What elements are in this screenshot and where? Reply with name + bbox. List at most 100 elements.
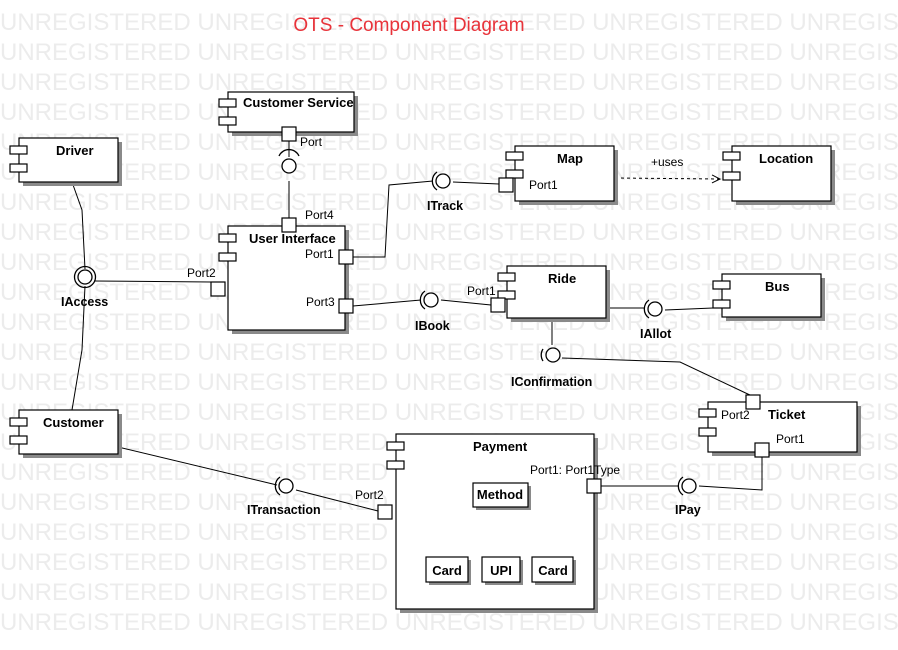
port[interactable] bbox=[498, 177, 514, 193]
connector bbox=[452, 181, 500, 185]
interface-symbol bbox=[278, 148, 300, 174]
iaccess-symbol bbox=[73, 265, 97, 289]
component-user-interface[interactable]: User Interface bbox=[218, 225, 349, 334]
ibook-symbol bbox=[419, 290, 439, 310]
port[interactable] bbox=[745, 394, 761, 410]
component-bus[interactable]: Bus bbox=[712, 273, 825, 321]
component-name: Customer Service bbox=[243, 95, 354, 110]
component-icon bbox=[218, 252, 237, 262]
component-ride[interactable]: Ride bbox=[497, 265, 610, 322]
component-icon bbox=[698, 408, 717, 418]
component-payment[interactable]: Payment bbox=[386, 433, 598, 613]
interface-label: IConfirmation bbox=[511, 375, 592, 389]
port-label: Port3 bbox=[306, 295, 335, 309]
component-icon bbox=[722, 171, 741, 181]
component-icon bbox=[505, 169, 524, 179]
component-icon bbox=[712, 299, 731, 309]
component-icon bbox=[9, 417, 28, 427]
connector bbox=[352, 299, 422, 307]
component-name: Customer bbox=[43, 415, 104, 430]
connector bbox=[93, 280, 212, 283]
component-icon bbox=[497, 272, 516, 282]
component-icon bbox=[218, 98, 237, 108]
component-icon bbox=[698, 427, 717, 437]
interface-label: IPay bbox=[675, 503, 701, 517]
port-label: Port4 bbox=[305, 208, 334, 222]
port[interactable] bbox=[586, 478, 602, 494]
connector bbox=[698, 457, 763, 491]
port-label: Port1 bbox=[529, 178, 558, 192]
component-location[interactable]: Location bbox=[722, 145, 835, 205]
port[interactable] bbox=[281, 217, 297, 233]
method-box[interactable]: Method bbox=[472, 482, 531, 510]
interfaces bbox=[73, 148, 697, 496]
itrack-symbol bbox=[431, 171, 451, 191]
connector bbox=[117, 446, 278, 486]
upi-box[interactable]: UPI bbox=[481, 556, 523, 585]
component-icon bbox=[9, 163, 28, 173]
connector bbox=[561, 357, 753, 397]
port-label: Port2 bbox=[355, 488, 384, 502]
port-label: Port1 bbox=[467, 284, 496, 298]
method-label: Method bbox=[477, 487, 523, 502]
component-name: Driver bbox=[56, 143, 94, 158]
component-name: Ride bbox=[548, 271, 576, 286]
interface-label: ITransaction bbox=[247, 503, 321, 517]
component-ticket[interactable]: Ticket bbox=[698, 401, 861, 456]
port[interactable] bbox=[338, 249, 354, 265]
component-icon bbox=[386, 441, 405, 451]
watermark-row: UNREGISTERED UNREGISTERED UNREGISTERED U… bbox=[0, 219, 898, 246]
component-name: Map bbox=[557, 151, 583, 166]
connector bbox=[71, 181, 86, 270]
upi-label: UPI bbox=[490, 563, 512, 578]
port[interactable] bbox=[338, 298, 354, 314]
card-label: Card bbox=[432, 563, 462, 578]
interface-label: IAccess bbox=[61, 295, 108, 309]
port-label: Port2 bbox=[187, 266, 216, 280]
connector bbox=[295, 489, 379, 512]
component-driver[interactable]: Driver bbox=[9, 137, 122, 186]
component-icon bbox=[497, 290, 516, 300]
component-customer[interactable]: Customer bbox=[9, 409, 122, 458]
watermark-row: UNREGISTERED UNREGISTERED UNREGISTERED U… bbox=[0, 99, 898, 126]
ipay-symbol bbox=[677, 476, 697, 496]
port[interactable] bbox=[210, 281, 226, 297]
itransaction-symbol bbox=[274, 476, 294, 496]
port-label: Port1 bbox=[305, 247, 334, 261]
watermark-row: UNREGISTERED UNREGISTERED UNREGISTERED U… bbox=[0, 249, 898, 276]
port[interactable] bbox=[377, 504, 393, 520]
connector bbox=[440, 299, 492, 306]
component-name: Ticket bbox=[768, 407, 806, 422]
component-name: Bus bbox=[765, 279, 790, 294]
component-name: Payment bbox=[473, 439, 528, 454]
interface-label: ITrack bbox=[427, 199, 463, 213]
component-icon bbox=[218, 116, 237, 126]
iconfirmation-symbol bbox=[540, 347, 561, 363]
component-map[interactable]: Map bbox=[505, 145, 618, 205]
component-icon bbox=[505, 151, 524, 161]
component-icon bbox=[386, 460, 405, 470]
connector bbox=[71, 285, 86, 411]
component-icon bbox=[712, 280, 731, 290]
component-name: Location bbox=[759, 151, 813, 166]
port[interactable] bbox=[281, 126, 297, 142]
component-icon bbox=[9, 435, 28, 445]
port-label: Port1: Port1Type bbox=[530, 463, 620, 477]
port[interactable] bbox=[754, 442, 770, 458]
uses-label: +uses bbox=[651, 155, 683, 169]
component-icon bbox=[9, 145, 28, 155]
watermark-row: UNREGISTERED UNREGISTERED UNREGISTERED U… bbox=[0, 369, 898, 396]
component-icon bbox=[722, 151, 741, 161]
port[interactable] bbox=[490, 297, 506, 313]
component-icon bbox=[218, 233, 237, 243]
connector bbox=[353, 180, 434, 258]
watermark-row: UNREGISTERED UNREGISTERED UNREGISTERED U… bbox=[0, 609, 898, 636]
card-box[interactable]: Card bbox=[425, 556, 471, 585]
card-box[interactable]: Card bbox=[531, 556, 576, 585]
watermark-row: UNREGISTERED UNREGISTERED UNREGISTERED U… bbox=[0, 69, 898, 96]
port-label: Port2 bbox=[721, 408, 750, 422]
interface-label: IBook bbox=[415, 319, 450, 333]
port-label: Port bbox=[300, 135, 323, 149]
connector bbox=[664, 307, 714, 311]
